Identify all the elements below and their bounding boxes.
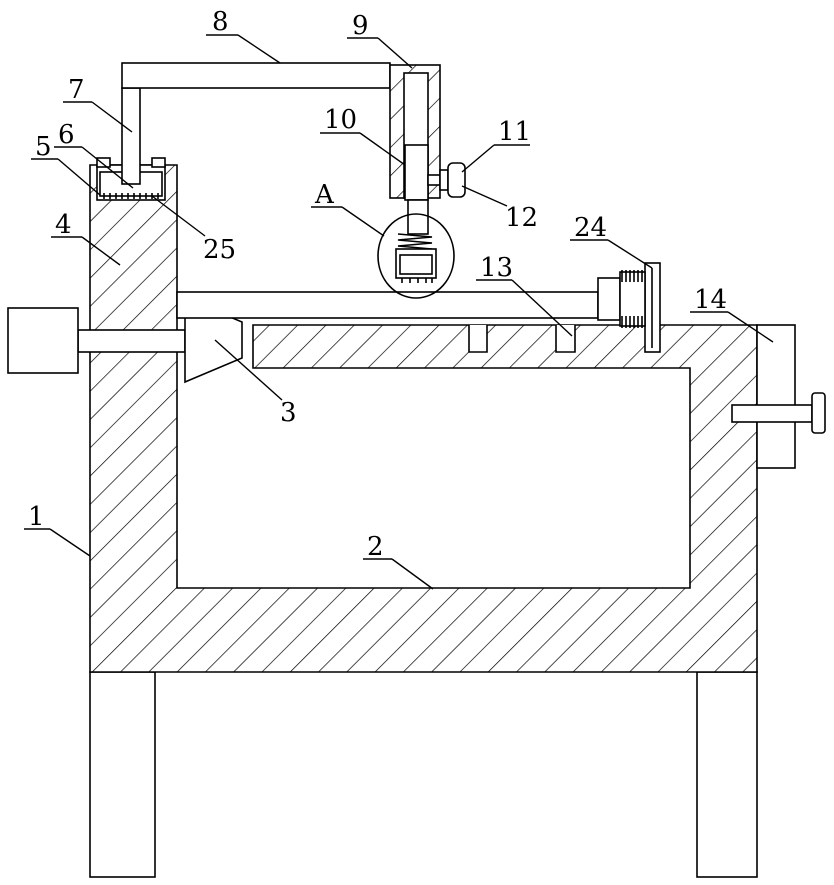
plunger-rod-10 (405, 145, 428, 200)
clamp-head-inner (400, 255, 432, 274)
label-13: 13 (480, 253, 513, 283)
knob-collar-12 (440, 170, 448, 190)
label-1: 1 (28, 502, 45, 532)
label-9: 9 (352, 11, 369, 41)
right-side-block (757, 325, 795, 468)
leader-line-a (342, 207, 384, 236)
label-10: 10 (324, 105, 357, 135)
label-a: A (314, 180, 335, 210)
label-4: 4 (55, 210, 72, 240)
drive-shaft (78, 330, 185, 352)
right-knob (812, 393, 825, 433)
label-2: 2 (367, 532, 384, 562)
label-3: 3 (280, 398, 297, 428)
label-25: 25 (203, 235, 236, 265)
leader-line-24 (608, 240, 652, 268)
machine-body (90, 165, 757, 672)
notch-left-fill (469, 325, 487, 352)
knob-11 (448, 163, 465, 197)
leader-line-1 (50, 529, 90, 556)
bolt-head (598, 278, 620, 320)
leader-line-11 (462, 145, 494, 172)
knob-shaft (428, 175, 440, 185)
label-12: 12 (505, 203, 538, 233)
leader-line-12 (462, 186, 507, 206)
vertical-post-7 (122, 88, 140, 184)
label-6: 6 (58, 120, 75, 150)
right-screw-rod (732, 405, 812, 422)
label-5: 5 (35, 132, 52, 162)
leader-line-8 (238, 35, 280, 63)
label-8: 8 (212, 7, 229, 37)
label-24: 24 (574, 213, 607, 243)
motor-box (8, 308, 78, 373)
leader-line-2 (392, 559, 433, 589)
plunger-extension (408, 200, 428, 234)
label-7: 7 (68, 75, 85, 105)
cross-beam-8 (122, 63, 390, 88)
right-leg (697, 672, 757, 877)
label-11: 11 (498, 117, 531, 147)
label-14: 14 (694, 285, 727, 315)
spring (398, 234, 432, 249)
left-leg (90, 672, 155, 877)
slot-lip-right (152, 158, 165, 167)
slot-lip-left (97, 158, 110, 167)
sliding-rod (177, 292, 598, 318)
